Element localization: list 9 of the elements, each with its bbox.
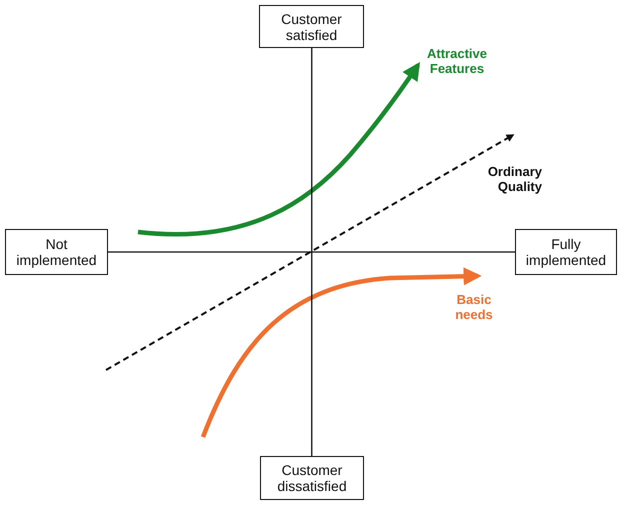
curve-label: Attractive Features — [426, 46, 488, 76]
label-box: Not implemented — [5, 229, 108, 275]
axis-line — [311, 48, 312, 456]
curve-label: Ordinary Quality — [486, 164, 542, 194]
label-box: Customer dissatisfied — [260, 456, 364, 500]
label-box: Fully implemented — [515, 229, 617, 275]
label-box: Customer satisfied — [259, 5, 364, 48]
curve-label: Basic needs — [454, 292, 494, 322]
axis-line — [108, 251, 515, 253]
